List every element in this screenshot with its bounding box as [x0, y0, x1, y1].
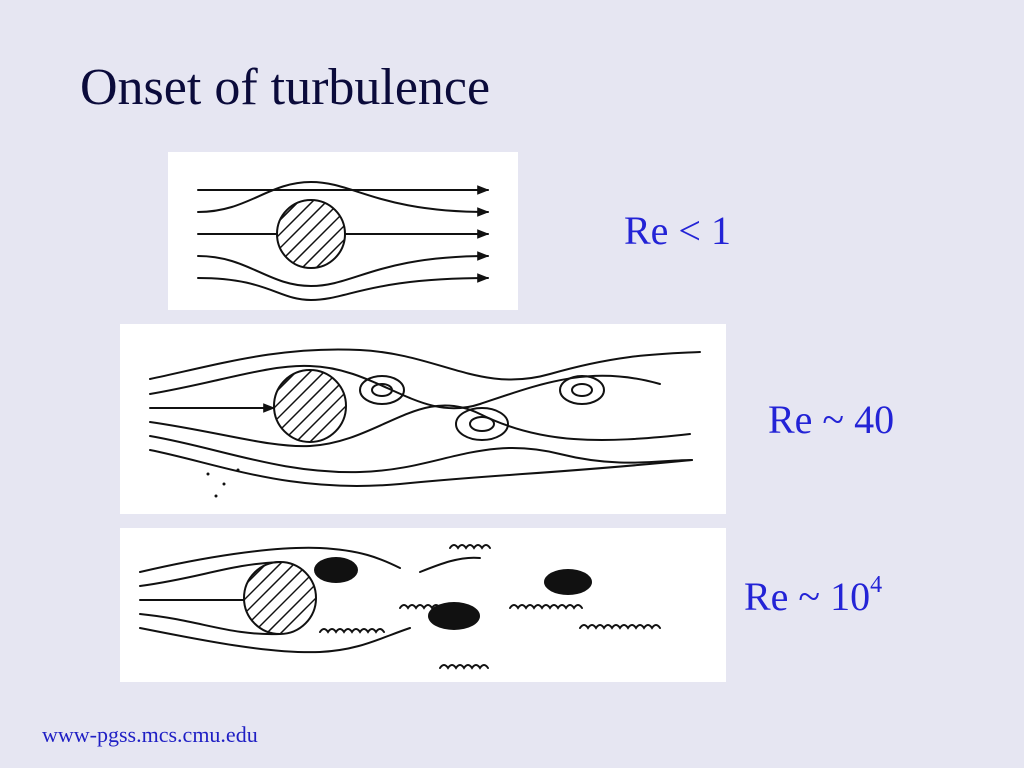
slide-title: Onset of turbulence — [80, 59, 491, 116]
turbulent-wake-diagram — [120, 528, 726, 682]
vortex — [359, 375, 405, 405]
streamline — [149, 449, 693, 487]
streamline — [139, 613, 281, 636]
wake-curl — [449, 544, 491, 550]
streamline — [149, 364, 661, 410]
speckle — [206, 468, 240, 498]
turbulent-eddy — [314, 557, 358, 583]
streamline — [139, 561, 281, 587]
vortex — [455, 407, 509, 441]
reynolds-label-text: Re ~ 10 — [744, 574, 871, 619]
reynolds-label-text: Re < 1 — [624, 208, 731, 253]
vortex-street-diagram — [120, 324, 726, 514]
wake-curl — [439, 664, 489, 670]
streamline — [197, 180, 490, 217]
laminar-flow-figure — [197, 180, 518, 302]
turbulent-wake-figure — [139, 544, 661, 670]
cylinder — [276, 199, 346, 269]
reynolds-label-high: Re ~ 104 — [744, 573, 882, 620]
streamline — [149, 435, 693, 474]
wake-curl — [319, 628, 385, 634]
wake-curl — [579, 624, 661, 630]
vortex-street-figure — [149, 348, 701, 498]
reynolds-label-medium: Re ~ 40 — [768, 396, 894, 443]
reynolds-label-low: Re < 1 — [624, 207, 731, 254]
streamline — [197, 251, 490, 288]
laminar-flow-diagram — [168, 152, 518, 310]
turbulent-eddy — [544, 569, 592, 595]
cylinder — [243, 561, 317, 635]
reynolds-label-exponent: 4 — [870, 572, 883, 598]
vortex — [559, 375, 605, 405]
wake-curl — [419, 556, 481, 573]
streamline — [197, 273, 490, 302]
reynolds-label-text: Re ~ 40 — [768, 397, 895, 442]
streamline — [149, 348, 701, 381]
streamline — [139, 627, 411, 654]
footer-url: www-pgss.mcs.cmu.edu — [42, 722, 258, 747]
turbulent-eddy — [428, 602, 480, 630]
streamline — [149, 404, 691, 448]
streamline — [139, 546, 401, 573]
wake-curl — [509, 604, 583, 610]
